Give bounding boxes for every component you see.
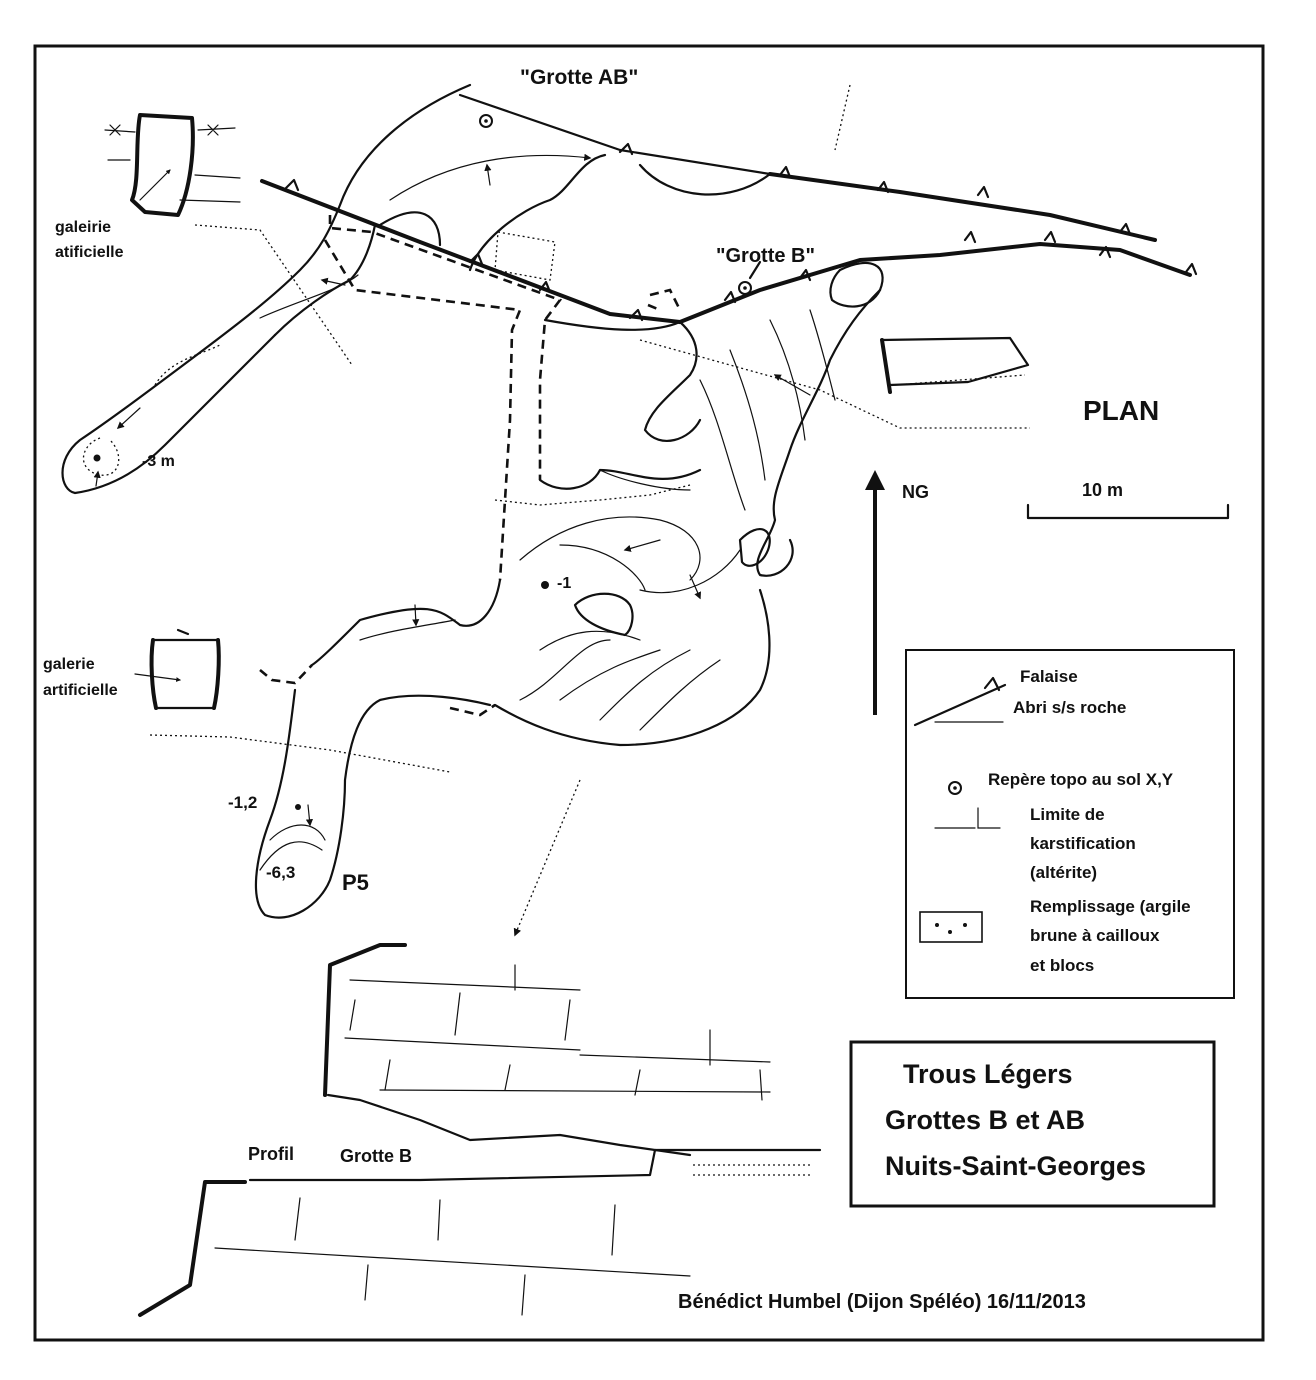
map-frame	[33, 44, 1265, 1342]
galerie-artificielle-top	[104, 113, 353, 366]
legend-limite-2: karstification	[1030, 834, 1136, 853]
legend-repere: Repère topo au sol X,Y	[988, 770, 1174, 789]
cliff-lines	[260, 142, 1198, 324]
legend-abri: Abri s/s roche	[1013, 698, 1126, 717]
label-grotte-b-profile: Grotte B	[340, 1146, 412, 1166]
label-depth-minus3: -3 m	[142, 453, 175, 470]
scale-bar	[1026, 503, 1230, 520]
north-arrow	[865, 470, 885, 715]
title-line-3: Nuits-Saint-Georges	[885, 1151, 1146, 1181]
grotte-b-chamber	[254, 260, 884, 919]
label-depth-minus1-2: -1,2	[228, 793, 257, 812]
label-galerie-mid-2: artificielle	[43, 682, 118, 699]
label-depth-minus1: -1	[557, 575, 571, 592]
legend-remplissage-2: brune à cailloux	[1030, 926, 1160, 945]
label-galerie-top-1: galeirie	[55, 219, 111, 236]
label-profil: Profil	[248, 1144, 294, 1164]
title-line-2: Grottes B et AB	[885, 1105, 1085, 1135]
credit-text: Bénédict Humbel (Dijon Spéléo) 16/11/201…	[678, 1291, 1086, 1313]
label-galerie-top-2: atificielle	[55, 244, 124, 261]
label-north: NG	[902, 482, 929, 502]
label-grotte-ab: "Grotte AB"	[520, 66, 638, 89]
label-plan: PLAN	[1083, 395, 1159, 426]
galerie-artificielle-mid	[134, 628, 221, 710]
profile-section	[138, 943, 822, 1317]
legend-limite-1: Limite de	[1030, 805, 1105, 824]
section-lines	[149, 84, 1030, 937]
legend-limite-3: (altérite)	[1030, 863, 1097, 882]
legend-falaise: Falaise	[1020, 667, 1078, 686]
title-line-1: Trous Légers	[903, 1059, 1073, 1089]
remplissage-zone	[880, 336, 1030, 394]
label-grotte-b: "Grotte B"	[716, 245, 815, 267]
legend-remplissage-3: et blocs	[1030, 956, 1094, 975]
legend-symbols	[913, 676, 1007, 943]
label-scale: 10 m	[1082, 480, 1123, 500]
karstification-limit	[259, 215, 682, 717]
legend-remplissage-1: Remplissage (argile	[1030, 897, 1191, 916]
legend-box	[905, 649, 1235, 999]
label-galerie-mid-1: galerie	[43, 656, 95, 673]
title-box	[849, 1040, 1216, 1208]
label-p5: P5	[342, 870, 369, 895]
grotte-ab-gallery	[61, 83, 772, 495]
label-depth-minus6-3: -6,3	[266, 863, 295, 882]
